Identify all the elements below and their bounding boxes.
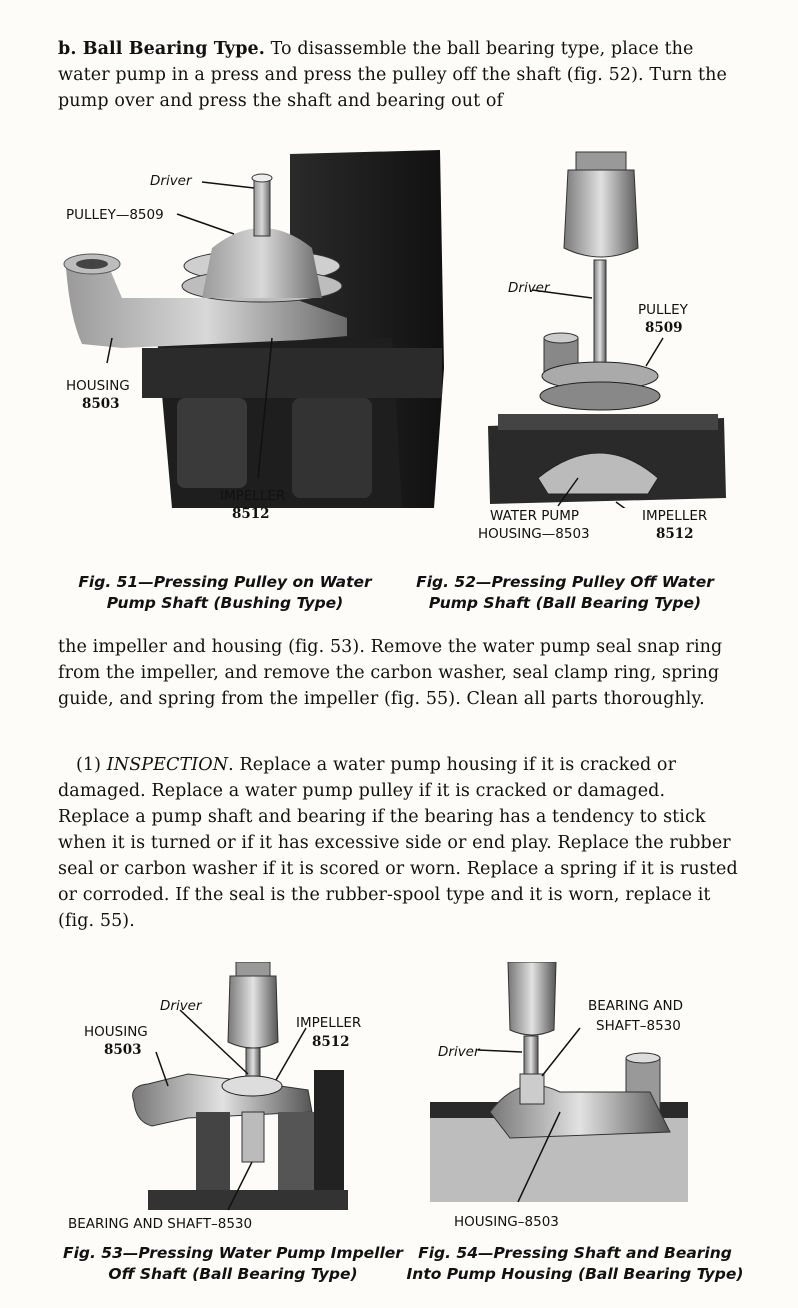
fig53-impeller-label: IMPELLER [296, 1015, 362, 1031]
fig54-driver-label: Driver [438, 1044, 480, 1060]
fig54-bearing-label-line2: SHAFT–8530 [596, 1018, 681, 1034]
fig54-press-illustration [430, 962, 688, 1202]
fig51-housing-label: HOUSING [66, 378, 130, 394]
fig54-housing-label: HOUSING–8503 [454, 1214, 559, 1230]
fig53-driver-label: Driver [160, 998, 202, 1014]
fig52-pulley-label: PULLEY [638, 302, 688, 318]
fig54-caption: Fig. 54—Pressing Shaft and Bearing Into … [402, 1243, 748, 1285]
fig51-impeller-label: IMPELLER [220, 488, 286, 504]
fig52-photo [488, 148, 728, 508]
fig52-pulley-number: 8509 [645, 320, 683, 336]
paragraph-disassembly-continued: the impeller and housing (fig. 53). Remo… [58, 637, 723, 709]
fig54-caption-line1: Fig. 54—Pressing Shaft and Bearing [418, 1244, 732, 1262]
fig51-caption-line1: Fig. 51—Pressing Pulley on Water [78, 573, 372, 591]
fig52-caption-line2: Pump Shaft (Ball Bearing Type) [428, 594, 702, 612]
fig51-pulley-label: PULLEY—8509 [66, 207, 164, 223]
fig51-driver-label: Driver [150, 173, 192, 189]
fig52-caption: Fig. 52—Pressing Pulley Off Water Pump S… [402, 572, 728, 614]
fig52-water-pump-label: WATER PUMP [490, 508, 580, 524]
fig52-caption-line1: Fig. 52—Pressing Pulley Off Water [416, 573, 714, 591]
fig51-caption-line2: Pump Shaft (Bushing Type) [106, 594, 344, 612]
paragraph-inspection: (1) INSPECTION. Replace a water pump hou… [58, 752, 738, 934]
fig52-impeller-number: 8512 [656, 526, 694, 542]
fig52-housing-label: HOUSING—8503 [478, 526, 590, 542]
inspection-heading: INSPECTION [106, 755, 229, 775]
fig53-caption: Fig. 53—Pressing Water Pump Impeller Off… [58, 1243, 408, 1285]
fig54-bearing-label-line1: BEARING AND [588, 998, 683, 1014]
paragraph-text: To disassemble the ball bearing type, pl… [58, 39, 727, 111]
fig52-impeller-label: IMPELLER [642, 508, 708, 524]
inspection-number: (1) [76, 755, 107, 775]
fig51-caption: Fig. 51—Pressing Pulley on Water Pump Sh… [70, 572, 380, 614]
fig52-press-illustration [488, 148, 728, 508]
section-heading: b. Ball Bearing Type. [58, 39, 265, 59]
fig53-impeller-number: 8512 [312, 1034, 350, 1050]
fig51-impeller-number: 8512 [232, 506, 270, 522]
fig52-driver-label: Driver [508, 280, 550, 296]
fig53-press-illustration [128, 962, 360, 1212]
fig53-photo [128, 962, 360, 1212]
fig51-housing-number: 8503 [82, 396, 120, 412]
paragraph-ball-bearing-type: b. Ball Bearing Type. To disassemble the… [58, 36, 738, 114]
fig54-photo [430, 962, 688, 1202]
fig53-bearing-label: BEARING AND SHAFT–8530 [68, 1216, 253, 1232]
fig51-press-illustration [62, 148, 452, 510]
fig54-caption-line2: Into Pump Housing (Ball Bearing Type) [406, 1265, 744, 1283]
fig53-housing-label: HOUSING [84, 1024, 148, 1040]
fig51-photo [62, 148, 452, 510]
fig53-caption-line1: Fig. 53—Pressing Water Pump Impeller [63, 1244, 403, 1262]
inspection-text: . Replace a water pump housing if it is … [58, 755, 738, 931]
fig53-housing-number: 8503 [104, 1042, 142, 1058]
fig53-caption-line2: Off Shaft (Ball Bearing Type) [108, 1265, 358, 1283]
